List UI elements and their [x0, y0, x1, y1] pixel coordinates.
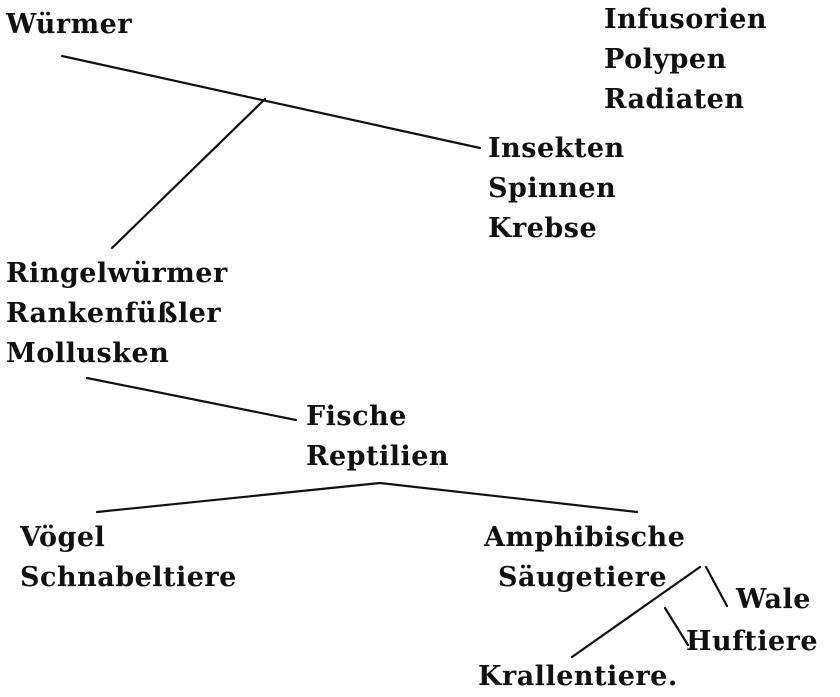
label-rankenfuessler: Rankenfüßler [6, 298, 222, 329]
line-branch-huftiere [663, 606, 690, 647]
line-branch-ringelwuermer [110, 97, 267, 250]
line-saeugetiere-wale [704, 565, 729, 608]
label-wale: Wale [736, 584, 811, 615]
label-group-krallentiere: Krallentiere. [478, 657, 678, 697]
label-reptilien: Reptilien [306, 441, 450, 472]
label-amphibische: Amphibische [484, 522, 686, 553]
label-infusorien: Infusorien [604, 4, 768, 35]
label-insekten: Insekten [488, 133, 625, 164]
label-group-amphibische-saeugetiere: Amphibische Säugetiere [484, 518, 840, 598]
label-group-insekten: Insekten Spinnen Krebse [488, 129, 625, 249]
label-group-wale: Wale [736, 580, 811, 620]
label-group-infusorien: Infusorien Polypen Radiaten [604, 0, 767, 120]
label-krallentiere: Krallentiere. [478, 661, 678, 692]
label-group-voegel: Vögel Schnabeltiere [20, 518, 237, 598]
line-saeugetiere-krallentiere [570, 565, 702, 659]
line-wuermer-insekten [60, 54, 482, 150]
line-reptilien-voegel [95, 481, 382, 514]
label-mollusken: Mollusken [6, 338, 170, 369]
label-group-huftiere: Huftiere [686, 622, 818, 662]
line-reptilien-amphibische [378, 481, 639, 514]
label-fische: Fische [306, 401, 407, 432]
label-schnabeltiere: Schnabeltiere [20, 562, 237, 593]
label-ringelwuermer: Ringelwürmer [6, 258, 228, 289]
label-krebse: Krebse [488, 213, 598, 244]
label-wuermer: Würmer [6, 9, 133, 40]
line-mollusken-fische [85, 376, 298, 422]
label-spinnen: Spinnen [488, 173, 617, 204]
label-group-ringelwuermer: Ringelwürmer Rankenfüßler Mollusken [6, 254, 228, 374]
label-huftiere: Huftiere [686, 626, 819, 657]
label-radiaten: Radiaten [604, 84, 745, 115]
label-voegel: Vögel [20, 522, 106, 553]
label-saeugetiere: Säugetiere [498, 562, 667, 593]
label-group-wuermer: Würmer [6, 5, 132, 45]
label-polypen: Polypen [604, 44, 727, 75]
label-group-fische: Fische Reptilien [306, 397, 449, 477]
